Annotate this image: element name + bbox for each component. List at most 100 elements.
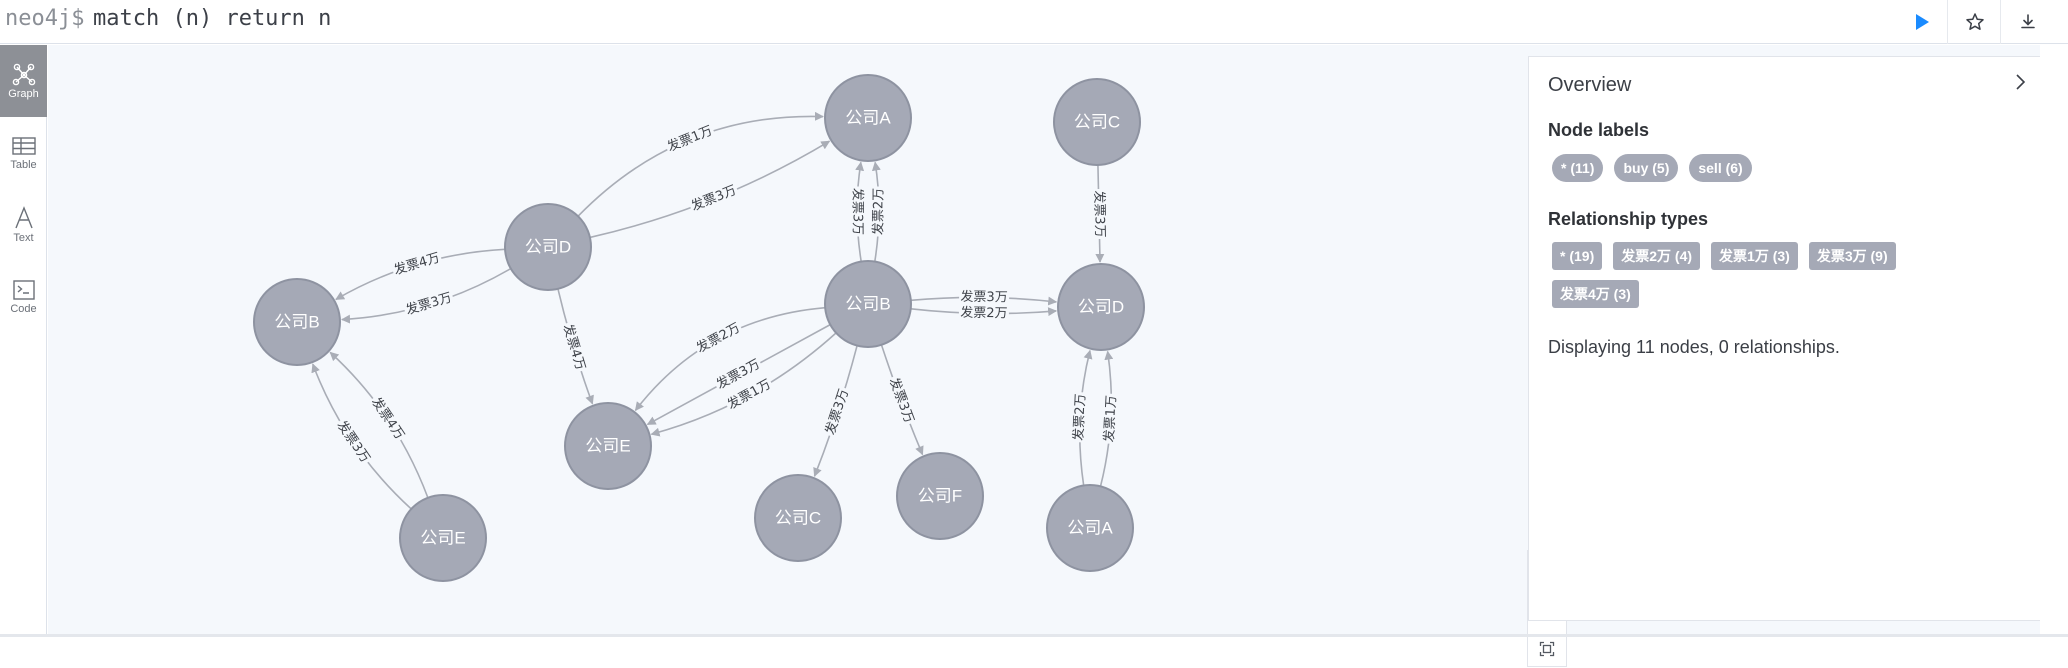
relationship-label: 发票4万	[368, 394, 408, 442]
chevron-right-icon[interactable]	[2009, 71, 2031, 93]
graph-tab-label: Graph	[8, 88, 39, 100]
node-circle	[253, 278, 341, 366]
node-circle	[824, 74, 912, 162]
relationship-label: 发票3万	[689, 182, 739, 214]
node-label: 公司E	[585, 437, 630, 456]
relationship-edge[interactable]: 发票3万	[910, 289, 1058, 306]
favorite-button[interactable]	[1950, 0, 2000, 44]
relationship-label: 发票2万	[960, 305, 1008, 322]
node-label: 公司B	[845, 295, 890, 314]
node-label: 公司D	[525, 238, 571, 257]
graph-node[interactable]: 公司E	[564, 402, 652, 490]
graph-icon	[12, 63, 35, 86]
editor-prompt: neo4j$	[5, 6, 85, 31]
node-label: 公司A	[1067, 519, 1113, 538]
relationship-edge[interactable]: 发票3万	[341, 267, 512, 324]
relationship-label: 发票3万	[334, 418, 374, 466]
node-label: 公司D	[1078, 298, 1124, 317]
node-label: 公司C	[775, 509, 821, 528]
relationship-label: 发票2万	[870, 188, 886, 235]
relationship-label: 发票4万	[392, 250, 442, 279]
relationship-edge[interactable]: 发票1万	[650, 332, 837, 437]
fit-to-screen-icon	[1539, 641, 1555, 656]
node-label: 公司A	[845, 109, 891, 128]
play-icon	[1916, 14, 1929, 30]
graph-node[interactable]: 公司C	[754, 474, 842, 562]
graph-visualization[interactable]: 发票1万发票3万发票4万发票3万发票4万发票2万发票3万发票3万发票2万发票2万…	[48, 45, 2040, 635]
relationship-types-list: * (19) 发票2万 (4) 发票1万 (3) 发票3万 (9) 发票4万 (3)	[1552, 242, 1972, 308]
node-label: 公司B	[274, 313, 319, 332]
graph-node[interactable]: 公司D	[1057, 263, 1145, 351]
overview-summary: Displaying 11 nodes, 0 relationships.	[1548, 337, 1840, 357]
query-editor[interactable]: match (n) return n	[93, 6, 332, 31]
panel-scroll-gutter	[2040, 45, 2068, 635]
relationship-edge[interactable]: 发票3万	[880, 344, 924, 456]
node-label-chip[interactable]: * (11)	[1552, 154, 1604, 182]
relationship-edge[interactable]: 发票1万	[1099, 350, 1121, 487]
relationship-line	[650, 332, 837, 437]
relationship-label: 发票3万	[822, 387, 852, 437]
relationship-label: 发票2万	[1071, 393, 1089, 441]
relationship-edge[interactable]: 发票3万	[849, 161, 866, 262]
relationship-edge[interactable]: 发票3万	[813, 345, 858, 477]
graph-node[interactable]: 公司E	[399, 494, 487, 582]
relationship-edge[interactable]: 发票4万	[335, 248, 506, 301]
node-circle	[504, 203, 592, 291]
relationship-type-chip[interactable]: 发票1万 (3)	[1711, 242, 1798, 270]
graph-node[interactable]: 公司B	[253, 278, 341, 366]
relationship-edge[interactable]: 发票2万	[910, 305, 1058, 322]
overview-panel: Overview Node labels * (11) buy (5) sell (…	[1528, 56, 2042, 621]
graph-view-tab[interactable]: Graph	[0, 45, 47, 117]
overview-title: Overview	[1548, 74, 1632, 96]
node-circle	[754, 474, 842, 562]
run-query-button[interactable]	[1897, 0, 1947, 44]
relationship-type-chip[interactable]: 发票3万 (9)	[1808, 242, 1896, 270]
star-icon	[1966, 13, 1984, 30]
relationship-edge[interactable]: 发票2万	[634, 306, 826, 412]
code-view-tab[interactable]: Code	[0, 261, 47, 333]
node-circle	[399, 494, 487, 582]
table-view-tab[interactable]: Table	[0, 117, 47, 189]
relationship-edge[interactable]: 发票2万	[870, 161, 887, 262]
text-view-tab[interactable]: Text	[0, 189, 47, 261]
node-labels-heading: Node labels	[1548, 120, 1650, 140]
download-button[interactable]	[2003, 0, 2053, 44]
node-circle	[1046, 484, 1134, 572]
relationship-label: 发票3万	[886, 375, 918, 425]
relationship-line	[589, 140, 831, 239]
graph-node[interactable]: 公司B	[824, 260, 912, 348]
graph-node[interactable]: 公司F	[896, 452, 984, 540]
graph-node[interactable]: 公司A	[1046, 484, 1134, 572]
query-bar: neo4j$ match (n) return n	[0, 0, 2068, 44]
table-icon	[11, 137, 36, 155]
relationship-label: 发票1万	[665, 122, 715, 155]
graph-node[interactable]: 公司C	[1053, 78, 1141, 166]
table-tab-label: Table	[10, 159, 37, 171]
node-circle	[824, 260, 912, 348]
text-tab-label: Text	[13, 232, 34, 244]
node-circle	[564, 402, 652, 490]
view-switcher-sidebar: Graph Table Text Code	[0, 45, 47, 635]
node-label: 公司F	[918, 487, 962, 506]
node-circle	[1053, 78, 1141, 166]
toolbar-divider	[1947, 0, 1948, 44]
relationship-type-chip[interactable]: 发票2万 (4)	[1613, 242, 1701, 270]
download-icon	[2021, 14, 2035, 29]
node-label-chip[interactable]: buy (5)	[1614, 154, 1679, 182]
node-labels-list: * (11) buy (5) sell (6)	[1552, 154, 1972, 182]
relationship-label: 发票3万	[404, 289, 454, 318]
code-tab-label: Code	[10, 303, 37, 315]
relationship-edge[interactable]: 发票4万	[557, 288, 594, 405]
relationship-edge[interactable]: 发票3万	[589, 140, 831, 239]
relationship-type-chip[interactable]: 发票4万 (3)	[1552, 280, 1639, 308]
relationship-edge[interactable]: 发票2万	[1070, 349, 1093, 486]
relationship-edge[interactable]: 发票3万	[1090, 164, 1108, 263]
node-label-chip[interactable]: sell (6)	[1689, 154, 1752, 182]
node-label: 公司E	[420, 529, 465, 548]
node-label: 公司C	[1074, 113, 1120, 132]
graph-node[interactable]: 公司D	[504, 203, 592, 291]
relationship-label: 发票3万	[1091, 190, 1108, 238]
relationship-type-chip[interactable]: * (19)	[1552, 242, 1603, 270]
graph-node[interactable]: 公司A	[824, 74, 912, 162]
relationship-label: 发票3万	[850, 188, 866, 235]
